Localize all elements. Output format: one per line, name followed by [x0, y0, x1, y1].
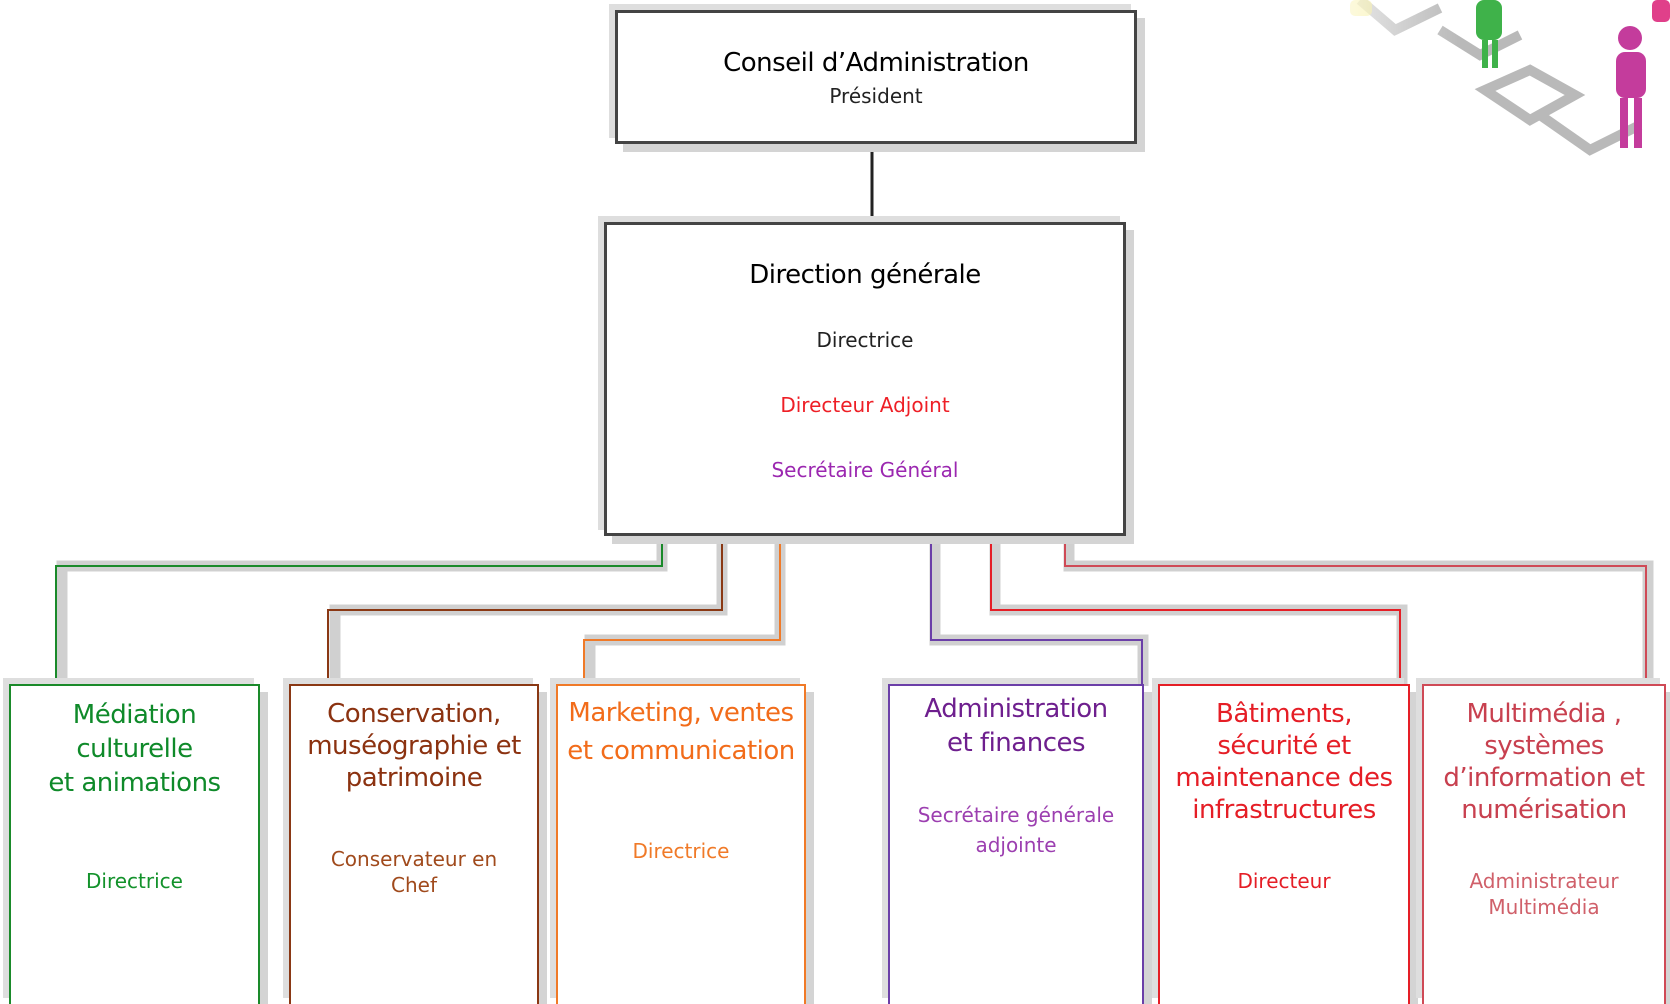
dept-role: Conservateur en Chef — [291, 846, 537, 898]
dept-role-line: Secrétaire générale — [917, 803, 1115, 827]
dept-title: Conservation, muséographie et patrimoine — [291, 698, 537, 794]
dept-role-line: Directrice — [86, 869, 183, 893]
dept-title-line: Marketing, ventes — [568, 698, 794, 728]
dept-title-line: et finances — [946, 728, 1086, 758]
dept-mediation-box: Médiation culturelle et animations Direc… — [9, 684, 260, 1004]
dept-title: Médiation culturelle et animations — [11, 698, 258, 800]
direction-role-adjoint: Directeur Adjoint — [780, 393, 950, 417]
dept-role: Directrice — [11, 868, 258, 894]
dept-title-line: d’information et — [1443, 763, 1645, 793]
dept-title-line: Conservation, — [327, 699, 501, 729]
org-people-illustration — [1290, 0, 1670, 185]
direction-role-directrice: Directrice — [816, 328, 914, 352]
dept-role-line: Directrice — [632, 839, 730, 863]
dept-title-line: Administration — [924, 694, 1108, 724]
dept-title-line: Multimédia , — [1466, 699, 1622, 729]
dept-title-line: sécurité et — [1217, 731, 1351, 761]
board-role: Président — [829, 84, 923, 108]
dept-multimedia-box: Multimédia , systèmes d’information et n… — [1422, 684, 1666, 1004]
dept-role-line: Directeur — [1237, 869, 1331, 893]
dept-title-line: maintenance des — [1175, 763, 1393, 793]
dept-marketing-box: Marketing, ventes et communication Direc… — [556, 684, 806, 1004]
dept-title-line: et communication — [567, 736, 795, 766]
dept-title-line: Médiation — [72, 700, 197, 730]
direction-role-secretaire: Secrétaire Général — [771, 458, 959, 482]
dept-title-line: patrimoine — [345, 763, 483, 793]
direction-box: Direction générale Directrice Directeur … — [604, 222, 1126, 536]
dept-role: Directeur — [1160, 868, 1408, 894]
dept-title: Administration et finances — [890, 692, 1142, 760]
dept-title: Bâtiments, sécurité et maintenance des i… — [1160, 698, 1408, 826]
dept-role-line: Conservateur en — [330, 847, 498, 871]
dept-role: Directrice — [558, 838, 804, 864]
dept-batiments-box: Bâtiments, sécurité et maintenance des i… — [1158, 684, 1410, 1004]
dept-title-line: muséographie et — [307, 731, 521, 761]
connector-conservation — [327, 536, 723, 686]
dept-admin-box: Administration et finances Secrétaire gé… — [888, 684, 1144, 1004]
direction-title: Direction générale — [749, 260, 981, 290]
dept-role-line: adjointe — [975, 833, 1057, 857]
dept-role-line: Multimédia — [1488, 895, 1600, 919]
connector-marketing — [583, 536, 781, 686]
board-title: Conseil d’Administration — [723, 48, 1029, 78]
dept-role-line: Chef — [391, 873, 437, 897]
connector-multimedia — [1064, 536, 1647, 686]
dept-title: Marketing, ventes et communication — [558, 694, 804, 770]
dept-title-line: numérisation — [1461, 795, 1627, 825]
dept-title: Multimédia , systèmes d’information et n… — [1424, 698, 1664, 826]
board-box: Conseil d’Administration Président — [615, 10, 1137, 144]
dept-conservation-box: Conservation, muséographie et patrimoine… — [289, 684, 539, 1004]
dept-role: Administrateur Multimédia — [1424, 868, 1664, 920]
connector-batiments — [990, 536, 1401, 686]
dept-title-line: et animations — [48, 768, 221, 798]
dept-title-line: infrastructures — [1192, 795, 1376, 825]
dept-title-line: culturelle — [76, 734, 193, 764]
dept-title-line: Bâtiments, — [1216, 699, 1353, 729]
connector-admin — [930, 536, 1143, 686]
dept-title-line: systèmes — [1484, 731, 1604, 761]
dept-role-line: Administrateur — [1469, 869, 1619, 893]
dept-role: Secrétaire générale adjointe — [890, 800, 1142, 860]
connector-mediation — [55, 536, 663, 686]
